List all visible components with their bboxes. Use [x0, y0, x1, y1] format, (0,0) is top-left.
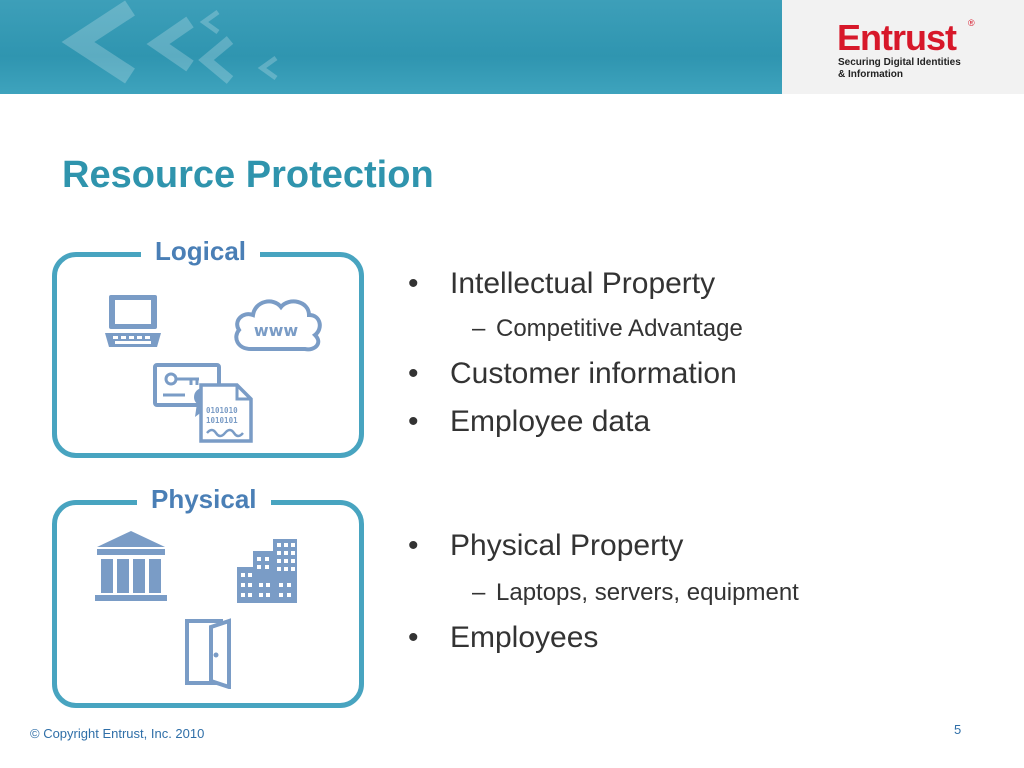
sub-bullet-laptops-servers-equipment: Laptops, servers, equipment [408, 578, 799, 608]
logical-bullet-list: Intellectual Property Competitive Advant… [408, 266, 743, 440]
logo-registered-mark: ® [968, 18, 975, 28]
logical-panel: Logical www 0101010 1010101 [52, 233, 364, 458]
logo-wordmark: Entrust [837, 17, 957, 58]
sub-bullet-competitive-advantage: Competitive Advantage [408, 314, 743, 344]
slide-title: Resource Protection [62, 154, 434, 196]
bank-building-icon [95, 531, 167, 601]
svg-text:1010101: 1010101 [206, 416, 238, 425]
chevron-decoration-icon [61, 0, 278, 84]
logo-tagline-line1: Securing Digital Identities [838, 57, 961, 68]
page-number: 5 [954, 722, 962, 737]
physical-panel-label: Physical [137, 481, 271, 517]
header-banner: Entrust ® Securing Digital Identities & … [0, 0, 1024, 94]
bullet-intellectual-property: Intellectual Property [408, 266, 743, 302]
logical-panel-label: Logical [141, 233, 261, 269]
office-buildings-icon [237, 539, 297, 603]
laptop-icon [105, 295, 161, 347]
physical-bullet-list: Physical Property Laptops, servers, equi… [408, 528, 799, 656]
logo-tagline: Securing Digital Identities & Informatio… [838, 57, 961, 81]
www-cloud-icon: www [234, 299, 322, 352]
svg-text:www: www [254, 321, 299, 340]
physical-panel: Physical [52, 481, 364, 708]
door-icon [185, 618, 231, 689]
bullet-customer-information: Customer information [408, 356, 743, 392]
bullet-employee-data: Employee data [408, 404, 743, 440]
bullet-employees: Employees [408, 620, 799, 656]
svg-text:0101010: 0101010 [206, 406, 238, 415]
logo-tagline-line2: & Information [838, 69, 903, 80]
bullet-physical-property: Physical Property [408, 528, 799, 564]
footer-copyright: © Copyright Entrust, Inc. 2010 [30, 726, 205, 741]
entrust-logo: Entrust ® Securing Digital Identities & … [782, 0, 1024, 94]
binary-document-icon: 0101010 1010101 [199, 383, 253, 443]
